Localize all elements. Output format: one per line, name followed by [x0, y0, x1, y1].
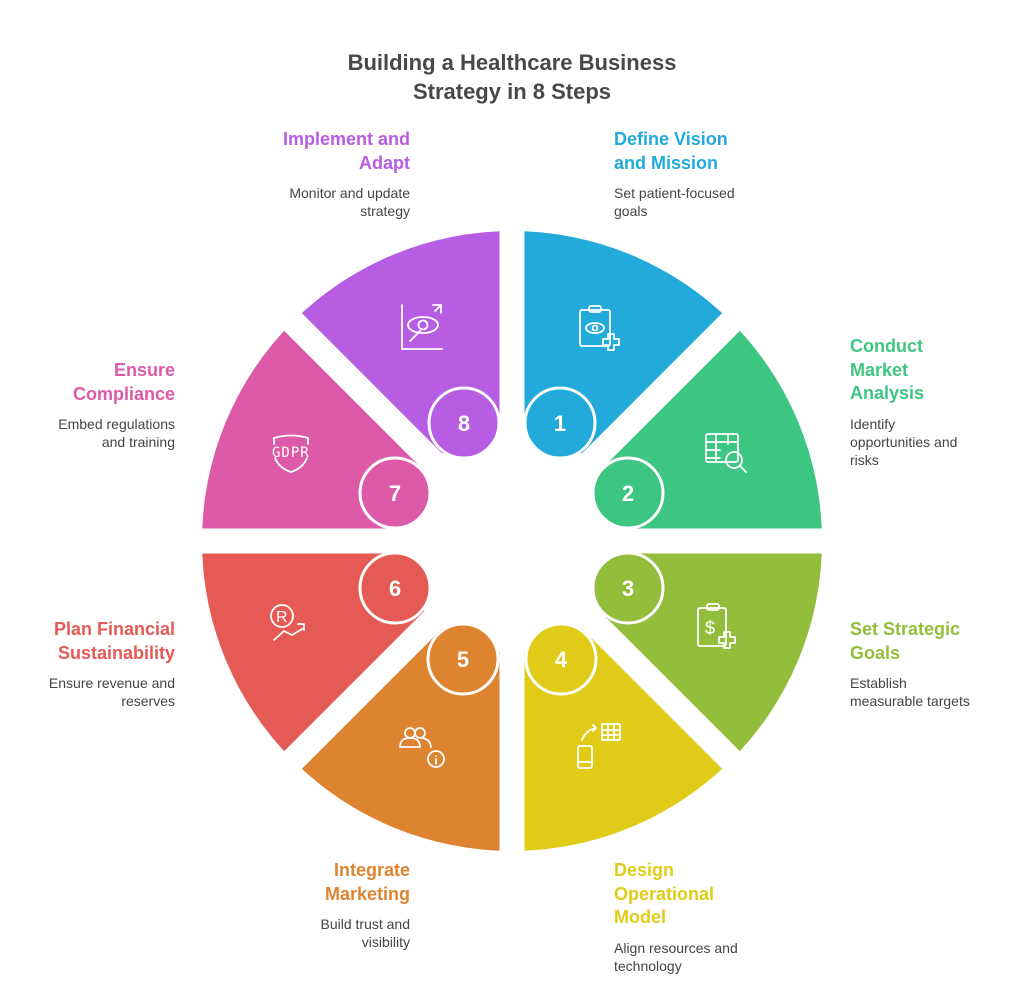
clipboard-dollar-plus-icon: $: [697, 603, 736, 649]
step-badge-8: 8: [427, 386, 501, 460]
step-title-line: Plan Financial: [53, 619, 175, 639]
step-title-line: Ensure: [113, 360, 175, 380]
eye-chart-icon: [401, 304, 443, 350]
step-description-line: Set patient-focused: [614, 185, 735, 201]
step-description-line: Monitor and update: [289, 185, 410, 201]
step-description-line: technology: [614, 957, 682, 974]
step-description-line: and training: [101, 434, 175, 450]
step-description-line: Ensure revenue and: [48, 675, 175, 691]
step-number: 2: [622, 481, 634, 506]
step-title-line: Adapt: [359, 152, 410, 173]
svg-text:$: $: [705, 618, 715, 638]
phone-table-sync-icon: [577, 723, 621, 769]
step-description-line: Embed regulations: [58, 416, 175, 432]
step-number: 5: [457, 647, 469, 672]
step-description: Monitor and update strategy: [210, 184, 410, 220]
gdpr-shield-icon: GDPR: [272, 434, 310, 473]
step-description-line: risks: [850, 451, 879, 468]
step-title-line: Marketing: [324, 883, 410, 904]
step-badge-5: 5: [426, 622, 500, 696]
step-badge-6: 6: [358, 551, 432, 625]
center-hole: [400, 429, 624, 653]
step-description-line: visibility: [361, 934, 410, 950]
step-title: Define Vision and Mission: [614, 128, 814, 175]
step-title-line: Implement and: [282, 129, 410, 149]
step-description-line: reserves: [121, 693, 175, 709]
step-badge-3: 3: [591, 551, 665, 625]
step-description: Establish measurable targets: [850, 674, 1024, 710]
step-number: 4: [555, 647, 568, 672]
step-description-line: Align resources and: [614, 939, 738, 956]
gdpr-icon-text: GDPR: [272, 445, 310, 461]
step-title-line: Integrate: [333, 860, 410, 880]
step-description-line: measurable targets: [850, 693, 970, 709]
step-badge-1: 1: [523, 386, 597, 460]
step-title-line: and Mission: [614, 152, 719, 173]
step-description: Build trust and visibility: [210, 915, 411, 951]
step-number: 6: [389, 576, 401, 601]
step-title-line: Market: [850, 359, 909, 380]
table-search-icon: [705, 433, 747, 473]
step-description: Embed regulations and training: [0, 415, 175, 451]
step-number: 1: [554, 411, 566, 436]
step-number: 3: [622, 576, 634, 601]
diagram-title: Building a Healthcare Business Strategy …: [347, 50, 677, 104]
registered-trend-icon: R: [270, 604, 305, 641]
step-number: 8: [458, 411, 470, 436]
step-title-line: Model: [614, 907, 666, 927]
step-title-line: Analysis: [850, 383, 925, 403]
step-title-line: Set Strategic: [850, 619, 961, 639]
users-info-icon: [399, 727, 445, 768]
step-description-line: strategy: [360, 203, 410, 219]
step-description-line: opportunities and: [850, 433, 958, 450]
svg-text:R: R: [276, 609, 288, 626]
step-title-line: Compliance: [72, 383, 175, 404]
step-number: 7: [389, 481, 401, 506]
step-description-line: Build trust and: [320, 916, 411, 932]
clipboard-eye-plus-icon: [579, 305, 620, 351]
step-description-line: Identify: [850, 415, 896, 432]
step-badge-7: 7: [358, 456, 432, 530]
step-title-line: Operational: [614, 883, 715, 904]
step-title-line: Define Vision: [614, 129, 728, 149]
step-description: Ensure revenue and reserves: [0, 674, 175, 710]
step-title-line: Design: [614, 860, 675, 880]
step-description-line: Establish: [850, 675, 907, 691]
step-badge-2: 2: [591, 456, 665, 530]
step-badge-4: 4: [524, 622, 598, 696]
step-title-line: Goals: [850, 642, 901, 663]
step-description: Set patient-focused goals: [614, 184, 814, 220]
step-title-line: Conduct: [850, 336, 923, 356]
step-title-line: Sustainability: [57, 642, 175, 663]
step-description-line: goals: [614, 203, 648, 219]
